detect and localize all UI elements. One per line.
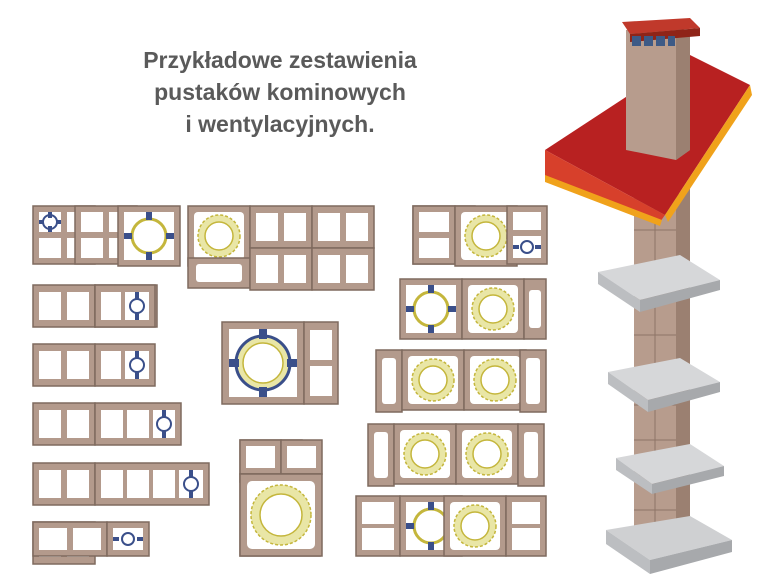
- assembly-group-a: [32, 204, 182, 268]
- page-title: Przykładowe zestawienia pustaków kominow…: [100, 44, 460, 140]
- assembly-group-d: [32, 284, 158, 328]
- chimney-illustration: [545, 18, 752, 574]
- assembly-group-f: [220, 320, 339, 406]
- title-line-1: Przykładowe zestawienia: [143, 47, 417, 73]
- floor-slab: [606, 516, 732, 574]
- assembly-group-e: [32, 343, 156, 387]
- assembly-group-c: [412, 205, 548, 267]
- assembly-group-m: [32, 521, 150, 565]
- floor-slab: [616, 444, 724, 494]
- assembly-group-b: [187, 205, 375, 291]
- assembly-group-g: [398, 277, 547, 341]
- assembly-group-l: [367, 423, 545, 487]
- title-line-2: pustaków kominowych: [154, 79, 406, 105]
- title-line-3: i wentylacyjnych.: [185, 111, 375, 137]
- assembly-group-i: [375, 349, 547, 413]
- floor-slab: [598, 255, 720, 312]
- floor-slab: [608, 358, 720, 412]
- assembly-group-j: [32, 462, 210, 506]
- assembly-group-h: [32, 402, 182, 446]
- assembly-group-n: [355, 494, 547, 558]
- assembly-group-k: [239, 439, 323, 557]
